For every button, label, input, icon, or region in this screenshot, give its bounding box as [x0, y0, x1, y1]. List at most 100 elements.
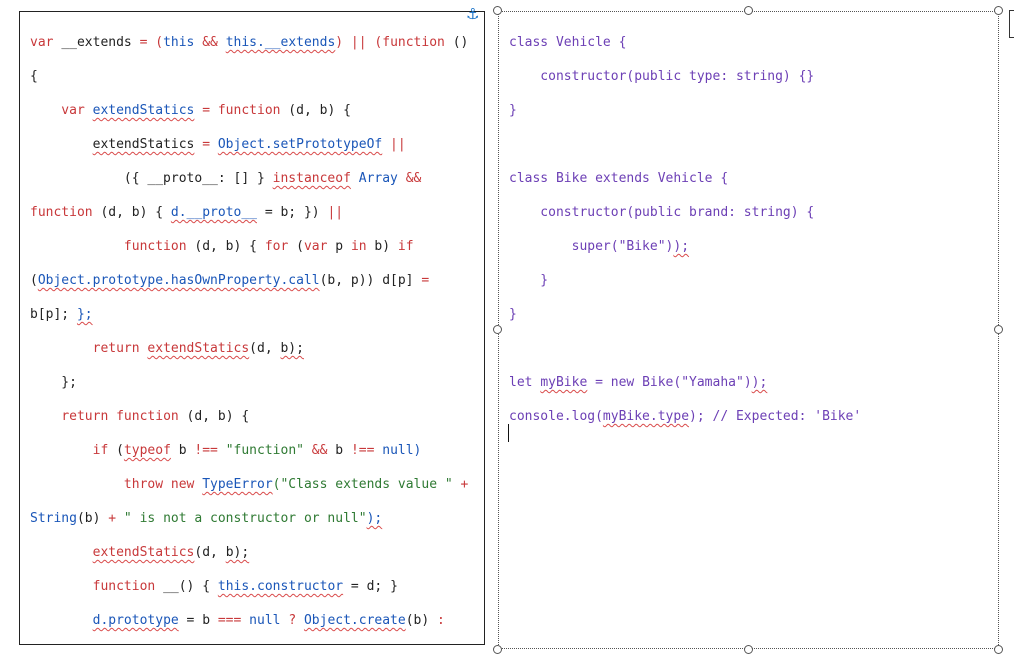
code-token: extendStatics — [92, 137, 195, 152]
code-token: " is not a constructor or null" — [116, 511, 367, 526]
code-token: class Bike extends Vehicle { — [509, 171, 729, 186]
code-token: ( — [288, 239, 304, 254]
adjacent-object-edge — [1009, 10, 1014, 38]
code-token: = d; } — [343, 579, 398, 594]
code-token: Array — [350, 171, 406, 186]
code-token: ( — [30, 273, 38, 288]
code-token: typeof — [123, 443, 171, 458]
code-token: && — [405, 171, 422, 186]
code-token: myBike.type — [602, 409, 690, 424]
code-token: ); // Expected: 'Bike' — [689, 409, 862, 424]
code-line: String(b) + " is not a constructor or nu… — [30, 511, 382, 527]
code-token: for — [264, 239, 289, 254]
code-token: function — [92, 579, 156, 594]
code-token: } — [509, 103, 517, 118]
code-token: (b) — [405, 613, 438, 628]
code-token: instanceof — [272, 171, 351, 186]
code-token — [30, 545, 93, 560]
resize-handle-top-right[interactable] — [994, 6, 1003, 15]
code-token: = — [194, 137, 218, 152]
code-line: }; — [30, 375, 77, 391]
code-token: ) || ( — [335, 35, 383, 50]
code-line: } — [509, 103, 517, 119]
code-token: (d, b) { — [178, 409, 250, 424]
code-token — [30, 137, 93, 152]
right-code-textbox[interactable]: class Vehicle { constructor(public type:… — [498, 11, 999, 649]
code-line: ({ __proto__: [] } instanceof Array && — [30, 171, 421, 187]
code-line: console.log(myBike.type); // Expected: '… — [509, 409, 861, 425]
code-token: : — [437, 613, 445, 628]
code-token: (d, — [249, 341, 281, 356]
code-token: !== — [194, 443, 218, 458]
code-line: if (typeof b !== "function" && b !== nul… — [30, 443, 422, 459]
resize-handle-middle-right[interactable] — [994, 325, 1003, 334]
code-token: = — [194, 103, 218, 118]
code-line: } — [509, 307, 517, 323]
code-token: class Vehicle { — [509, 35, 627, 50]
code-line: let myBike = new Bike("Yamaha")); — [509, 375, 767, 391]
code-token — [30, 341, 93, 356]
code-line: return function (d, b) { — [30, 409, 249, 425]
code-token: } — [509, 273, 549, 288]
code-token: b); — [225, 545, 250, 560]
resize-handle-middle-left[interactable] — [493, 325, 502, 334]
code-token: d.prototype — [92, 613, 179, 628]
code-token: Object.create — [303, 613, 406, 628]
code-line: super("Bike")); — [509, 239, 689, 255]
code-token: function — [123, 239, 187, 254]
code-token: b); — [280, 341, 304, 356]
code-line: function __() { this.constructor = d; } — [30, 579, 398, 595]
code-token: var — [30, 103, 93, 118]
code-token: || — [382, 137, 406, 152]
code-token: () — [444, 35, 469, 50]
code-token: !== — [350, 443, 375, 458]
left-code-textbox[interactable]: var __extends = (this && this.__extends)… — [19, 11, 485, 645]
code-token: __() { — [155, 579, 218, 594]
code-token: throw new — [123, 477, 195, 492]
code-line: constructor(public type: string) {} — [509, 69, 814, 85]
code-token: in — [350, 239, 367, 254]
code-line: class Bike extends Vehicle { — [509, 171, 728, 187]
resize-handle-top-left[interactable] — [493, 6, 502, 15]
code-token: (d, b) { — [92, 205, 171, 220]
code-token: d.__proto__ — [170, 205, 257, 220]
code-token: if — [397, 239, 414, 254]
code-line: throw new TypeError("Class extends value… — [30, 477, 468, 493]
code-token: this.__extends — [225, 35, 336, 50]
code-token: ({ __proto__: [] } — [30, 171, 273, 186]
code-token: = b; }) — [257, 205, 328, 220]
code-token: b — [170, 443, 195, 458]
code-token: "function" — [217, 443, 312, 458]
code-token: this — [163, 35, 195, 50]
code-token: }; — [30, 375, 77, 390]
code-token: return — [61, 409, 109, 424]
resize-handle-bottom-middle[interactable] — [744, 645, 753, 654]
code-token: extendStatics — [92, 545, 195, 560]
code-token: ? — [288, 613, 297, 628]
resize-handle-top-middle[interactable] — [744, 6, 753, 15]
code-token: } — [509, 307, 517, 322]
code-token: (b, p)) d[p] — [319, 273, 422, 288]
code-token — [30, 613, 93, 628]
code-line: d.prototype = b === null ? Object.create… — [30, 613, 445, 629]
code-token — [30, 239, 124, 254]
code-token: && — [194, 35, 226, 50]
code-token — [108, 409, 116, 424]
code-token: function — [382, 35, 445, 50]
code-token: let — [509, 375, 541, 390]
code-line: return extendStatics(d, b); — [30, 341, 304, 357]
code-line: extendStatics = Object.setPrototypeOf || — [30, 137, 406, 153]
code-token: + — [460, 477, 469, 492]
code-token: constructor(public brand: string) { — [509, 205, 815, 220]
code-token: myBike — [540, 375, 588, 390]
code-token: if — [92, 443, 109, 458]
code-token: function — [217, 103, 281, 118]
code-token: { — [30, 69, 38, 84]
code-token: p — [327, 239, 351, 254]
code-line: var __extends = (this && this.__extends)… — [30, 35, 468, 51]
code-token: var — [30, 35, 62, 50]
resize-handle-bottom-right[interactable] — [994, 645, 1003, 654]
resize-handle-bottom-left[interactable] — [493, 645, 502, 654]
code-token: extendStatics — [92, 103, 195, 118]
code-token: = ( — [131, 35, 164, 50]
